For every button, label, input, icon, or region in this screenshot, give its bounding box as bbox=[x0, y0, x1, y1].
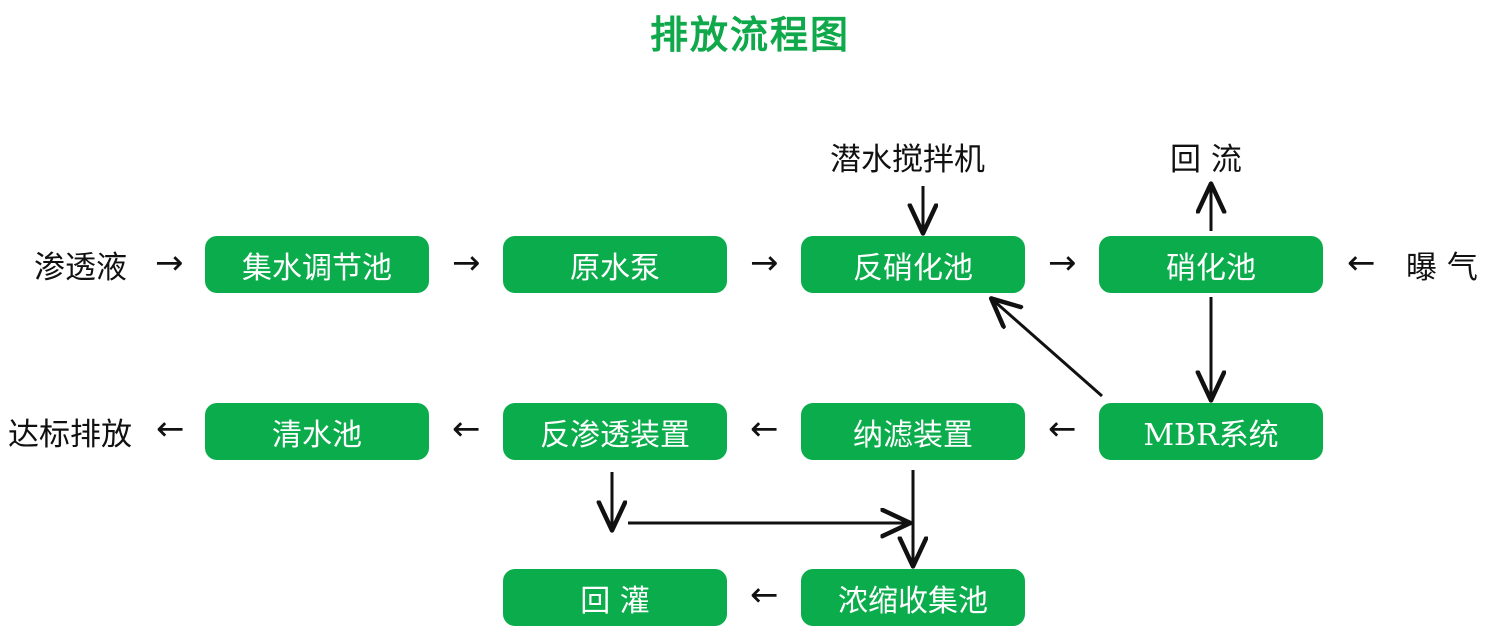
arrow-denitrification-tank-to-nitrification-tank: → bbox=[1048, 243, 1077, 283]
label-submersible-mixer: 潜水搅拌机 bbox=[830, 132, 985, 180]
label-compliant-discharge: 达标排放 bbox=[8, 407, 132, 455]
label-compliant-discharge-text: 达标排放 bbox=[8, 416, 132, 453]
label-submersible-mixer-text: 潜水搅拌机 bbox=[830, 141, 985, 178]
label-influent-text: 渗透液 bbox=[34, 249, 127, 286]
label-aeration: 曝 气 bbox=[1406, 240, 1478, 288]
node-nanofiltration-unit[interactable]: 纳滤装置 bbox=[801, 403, 1025, 460]
node-mbr-system-label: MBR系统 bbox=[1143, 417, 1279, 453]
node-reverse-osmosis-unit-label: 反渗透装置 bbox=[540, 417, 690, 453]
page-title: 排放流程图 bbox=[649, 13, 850, 57]
node-collection-tank[interactable]: 集水调节池 bbox=[205, 236, 429, 293]
node-collection-tank-label: 集水调节池 bbox=[242, 250, 392, 286]
arrow-collection-tank-to-raw-water-pump: → bbox=[452, 243, 481, 283]
node-denitrification-tank[interactable]: 反硝化池 bbox=[801, 236, 1025, 293]
arrow-concentrate-tank-to-backfill: ← bbox=[750, 575, 779, 615]
node-backfill-label: 回 灌 bbox=[580, 583, 650, 619]
connector-mbr-to-denitrification bbox=[993, 300, 1103, 398]
node-concentrate-tank[interactable]: 浓缩收集池 bbox=[801, 569, 1025, 626]
label-return-flow-text: 回 流 bbox=[1170, 141, 1242, 178]
arrow-influent-to-collection-tank: → bbox=[155, 243, 184, 283]
label-return-flow: 回 流 bbox=[1170, 132, 1242, 180]
node-nitrification-tank-label: 硝化池 bbox=[1166, 250, 1256, 286]
arrow-raw-water-pump-to-denitrification-tank: → bbox=[750, 243, 779, 283]
node-raw-water-pump[interactable]: 原水泵 bbox=[503, 236, 727, 293]
node-clean-water-tank[interactable]: 清水池 bbox=[205, 403, 429, 460]
node-denitrification-tank-label: 反硝化池 bbox=[853, 250, 973, 286]
arrow-clean-water-tank-to-compliant-discharge: ← bbox=[156, 409, 185, 449]
node-raw-water-pump-label: 原水泵 bbox=[570, 250, 660, 286]
arrow-reverse-osmosis-unit-to-clean-water-tank: ← bbox=[452, 409, 481, 449]
node-reverse-osmosis-unit[interactable]: 反渗透装置 bbox=[503, 403, 727, 460]
arrow-mbr-system-to-nanofiltration-unit: ← bbox=[1048, 409, 1077, 449]
node-clean-water-tank-label: 清水池 bbox=[272, 417, 362, 453]
label-influent: 渗透液 bbox=[34, 240, 127, 288]
node-nanofiltration-unit-label: 纳滤装置 bbox=[853, 417, 973, 453]
arrow-aeration-to-nitrification-tank: ← bbox=[1347, 243, 1376, 283]
label-aeration-text: 曝 气 bbox=[1406, 249, 1478, 286]
node-backfill[interactable]: 回 灌 bbox=[503, 569, 727, 626]
node-concentrate-tank-label: 浓缩收集池 bbox=[838, 583, 988, 619]
node-nitrification-tank[interactable]: 硝化池 bbox=[1099, 236, 1323, 293]
node-mbr-system[interactable]: MBR系统 bbox=[1099, 403, 1323, 460]
arrow-nanofiltration-unit-to-reverse-osmosis-unit: ← bbox=[750, 409, 779, 449]
